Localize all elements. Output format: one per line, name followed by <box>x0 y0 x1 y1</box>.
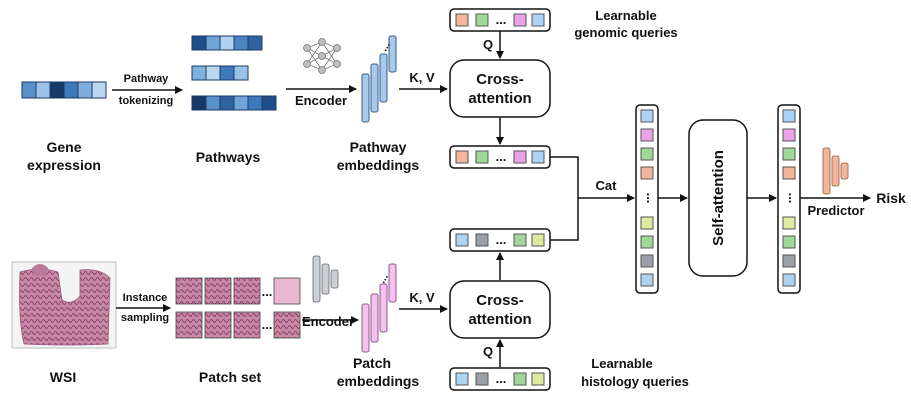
pathway-embeddings-icon <box>361 35 397 123</box>
risk-label: Risk <box>876 190 906 206</box>
genomic-kv-label: K, V <box>409 70 435 85</box>
histology-query-dots: ... <box>496 371 507 386</box>
histology-kv-label: K, V <box>409 290 435 305</box>
gene-expression-label-2: expression <box>27 157 101 173</box>
patch-set-dots-top: ... <box>262 284 273 299</box>
output-tokens <box>777 104 801 294</box>
cat-connector <box>550 156 579 241</box>
genomic-queries-label-1: Learnable <box>595 8 656 23</box>
histology-q-label: Q <box>483 344 493 359</box>
genomic-cross-attention-label-1: Cross- <box>476 71 524 88</box>
wsi-slide-image <box>11 261 117 349</box>
output-tokens-dots: ... <box>786 193 801 204</box>
patch-embeddings-label-2: embeddings <box>337 373 420 389</box>
concatenated-tokens <box>635 104 659 294</box>
patch-set-dots-bottom: ... <box>262 317 273 332</box>
instance-sampling-label-2: sampling <box>121 312 169 324</box>
genomic-query-dots: ... <box>496 12 507 27</box>
patch-embeddings-icon <box>361 263 397 353</box>
wsi-label: WSI <box>50 369 76 385</box>
histology-cross-attention-box <box>449 280 551 339</box>
pathway-token-stacks <box>191 35 277 111</box>
pathway-encoder-label: Encoder <box>295 93 347 108</box>
genomic-output-tokens <box>449 145 551 169</box>
gene-expression-vector <box>21 81 107 99</box>
genomic-output-dots: ... <box>496 149 507 164</box>
concatenated-tokens-dots: ... <box>644 193 659 204</box>
histology-cross-attention-label-1: Cross- <box>476 292 524 309</box>
patch-set-tiles <box>175 277 301 339</box>
pathway-embeddings-label-2: embeddings <box>337 157 420 173</box>
histology-query-tokens <box>449 367 551 391</box>
histology-cross-attention-label-2: attention <box>468 311 531 328</box>
genomic-q-label: Q <box>483 37 493 52</box>
genomic-queries-label-2: genomic queries <box>574 25 677 40</box>
gene-expression-label-1: Gene <box>46 139 81 155</box>
patch-encoder-label: Encoder <box>302 314 354 329</box>
predictor-label: Predictor <box>807 203 864 218</box>
histology-queries-label-2: histology queries <box>581 374 689 389</box>
instance-sampling-label-1: Instance <box>123 292 168 304</box>
tokenizing-label-2: tokenizing <box>119 95 173 107</box>
cat-label: Cat <box>596 178 618 193</box>
genomic-cross-attention-box <box>449 59 551 118</box>
histology-output-dots: ... <box>496 232 507 247</box>
patch-set-label: Patch set <box>199 369 262 385</box>
neural-network-icon <box>303 38 341 74</box>
histology-output-tokens <box>449 228 551 252</box>
pathway-embeddings-label-1: Pathway <box>350 139 407 155</box>
cnn-encoder-icon <box>312 255 339 303</box>
patch-embeddings-label-1: Patch <box>353 355 391 371</box>
tokenizing-label-1: Pathway <box>124 73 170 85</box>
predictor-icon <box>822 147 849 195</box>
self-attention-label: Self-attention <box>710 150 727 246</box>
pathways-label: Pathways <box>196 149 261 165</box>
genomic-cross-attention-label-2: attention <box>468 90 531 107</box>
histology-queries-label-1: Learnable <box>591 356 652 371</box>
